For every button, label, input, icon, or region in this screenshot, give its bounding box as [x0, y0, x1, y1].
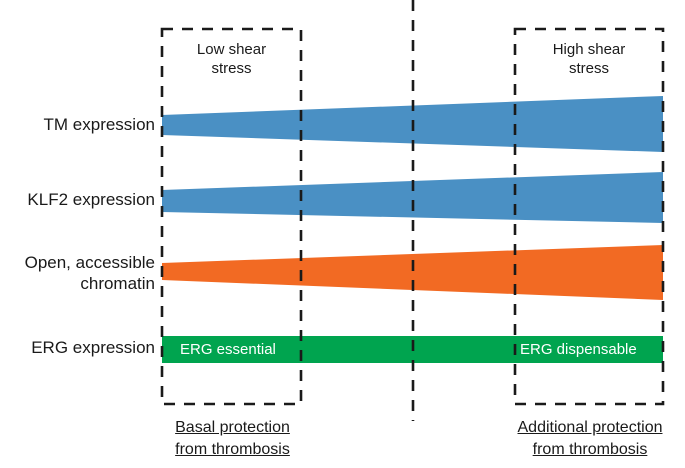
footer-basal-line2: from thrombosis [175, 441, 290, 458]
row-label-erg: ERG expression [31, 338, 155, 357]
footer-basal-line1: Basal protection [175, 419, 290, 436]
band-klf2-expression [162, 172, 663, 223]
footer-additional-protection: Additional protection from thrombosis [500, 417, 680, 461]
footer-additional-line2: from thrombosis [532, 441, 648, 458]
region-box-low-shear [160, 27, 303, 406]
footer-basal-protection: Basal protection from thrombosis [155, 417, 310, 461]
row-label-tm: TM expression [43, 115, 155, 134]
band-text-erg-essential: ERG essential [180, 341, 276, 358]
row-label-klf2: KLF2 expression [27, 190, 155, 209]
region-label-high-shear: High shear stress [552, 41, 626, 77]
band-open-chromatin [162, 245, 663, 300]
band-text-erg-dispensable: ERG dispensable [520, 341, 637, 358]
row-label-open-chromatin: Open, accessible chromatin [24, 253, 155, 293]
footer-additional-line1: Additional protection [517, 419, 663, 436]
region-label-low-shear: Low shear stress [196, 41, 267, 77]
